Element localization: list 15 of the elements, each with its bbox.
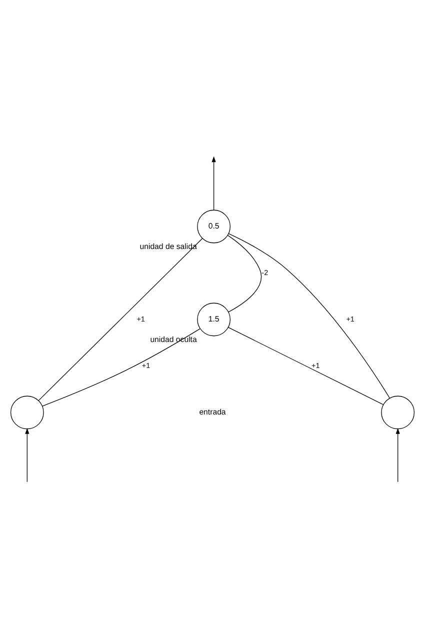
edge-label: -2 (262, 268, 268, 277)
connector (42, 328, 200, 406)
edge-label: +1 (312, 360, 320, 370)
arrow (212, 156, 216, 210)
connector (228, 233, 390, 399)
connector (228, 327, 384, 405)
connector (227, 234, 262, 312)
node-circle (10, 396, 44, 430)
node-circle (381, 396, 415, 430)
edge-label: +1 (346, 314, 354, 324)
arrow (25, 428, 30, 482)
edge-label: +1 (136, 314, 145, 324)
connector (38, 238, 203, 401)
edge-label: +1 (142, 360, 150, 370)
arrow (396, 428, 400, 482)
